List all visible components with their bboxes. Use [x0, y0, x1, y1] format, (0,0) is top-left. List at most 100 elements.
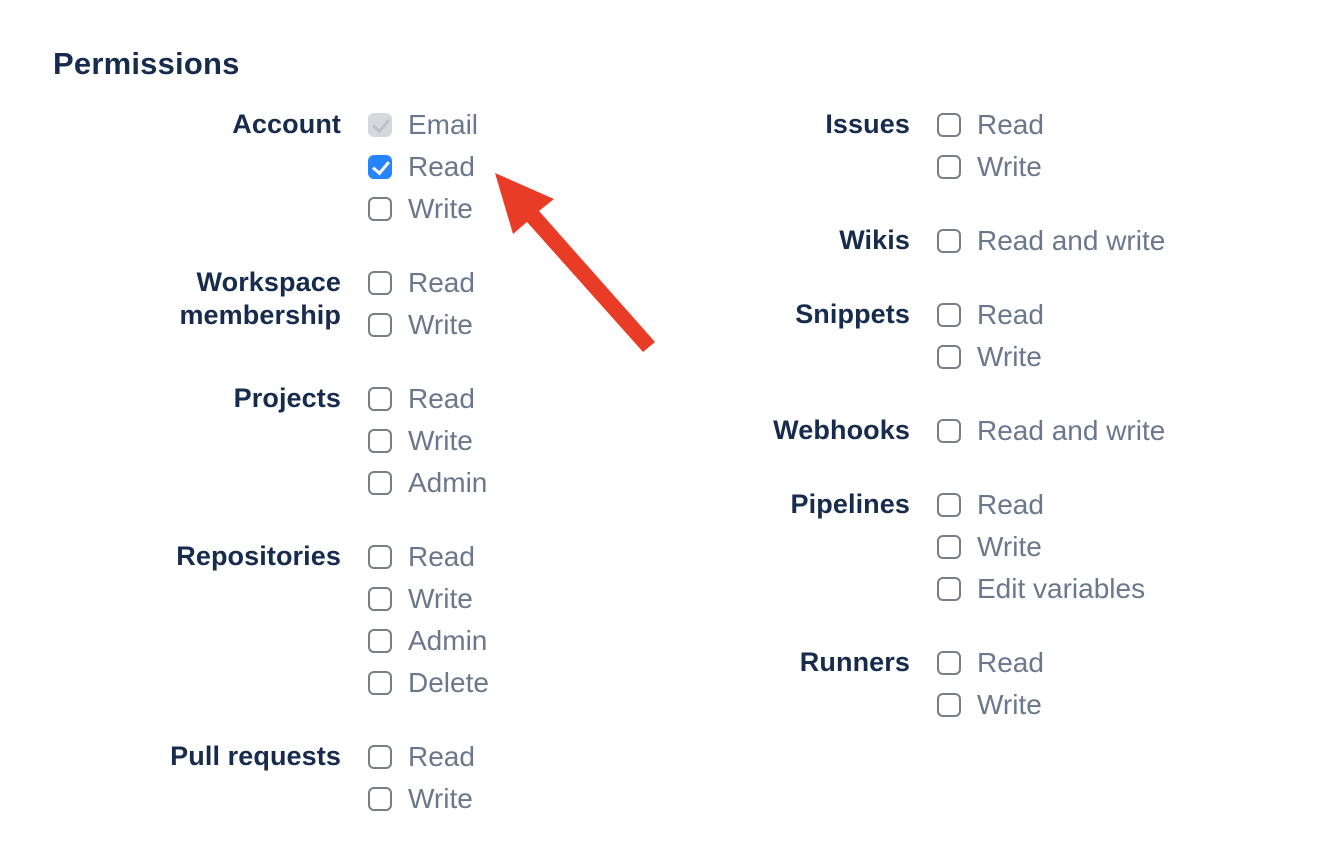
option-pipelines-edit-variables[interactable]: Edit variables [937, 568, 1145, 610]
option-label-pipelines-write: Write [977, 531, 1042, 562]
option-label-repositories-write: Write [408, 583, 473, 614]
checkbox-repositories-read[interactable] [368, 545, 392, 569]
checkbox-account-write[interactable] [368, 197, 392, 221]
permission-group-wikis: Wikis Read and write [620, 220, 1165, 262]
option-pull-requests-read[interactable]: Read [368, 736, 475, 778]
option-repositories-read[interactable]: Read [368, 536, 489, 578]
option-label-projects-write: Write [408, 425, 473, 456]
checkbox-snippets-write[interactable] [937, 345, 961, 369]
option-issues-read[interactable]: Read [937, 104, 1044, 146]
group-label-runners: Runners [799, 647, 910, 677]
checkbox-repositories-admin[interactable] [368, 629, 392, 653]
option-pipelines-write[interactable]: Write [937, 526, 1145, 568]
option-repositories-write[interactable]: Write [368, 578, 489, 620]
option-runners-read[interactable]: Read [937, 642, 1044, 684]
option-snippets-read[interactable]: Read [937, 294, 1044, 336]
option-issues-write[interactable]: Write [937, 146, 1044, 188]
option-workspace-membership-read[interactable]: Read [368, 262, 475, 304]
option-label-repositories-admin: Admin [408, 625, 488, 656]
checkbox-pull-requests-read[interactable] [368, 745, 392, 769]
checkbox-pipelines-write[interactable] [937, 535, 961, 559]
group-label-snippets: Snippets [795, 299, 910, 329]
option-label-runners-write: Write [977, 689, 1042, 720]
option-label-pipelines-read: Read [977, 489, 1044, 520]
checkbox-projects-write[interactable] [368, 429, 392, 453]
option-label-pipelines-edit-variables: Edit variables [977, 573, 1146, 604]
checkbox-account-read[interactable] [368, 155, 392, 179]
checkbox-workspace-membership-write[interactable] [368, 313, 392, 337]
option-account-email: Email [368, 104, 478, 146]
option-label-workspace-membership-read: Read [408, 267, 475, 298]
option-webhooks-read-and-write[interactable]: Read and write [937, 410, 1165, 452]
checkbox-runners-write[interactable] [937, 693, 961, 717]
option-label-runners-read: Read [977, 647, 1044, 678]
option-label-account-write: Write [408, 193, 473, 224]
option-account-read[interactable]: Read [368, 146, 478, 188]
option-pipelines-read[interactable]: Read [937, 484, 1145, 526]
checkbox-issues-read[interactable] [937, 113, 961, 137]
checkbox-workspace-membership-read[interactable] [368, 271, 392, 295]
group-label-pipelines: Pipelines [790, 489, 910, 519]
checkbox-runners-read[interactable] [937, 651, 961, 675]
checkbox-pipelines-read[interactable] [937, 493, 961, 517]
option-projects-write[interactable]: Write [368, 420, 487, 462]
option-projects-admin[interactable]: Admin [368, 462, 487, 504]
group-label-projects: Projects [233, 383, 341, 413]
group-label-account: Account [232, 109, 341, 139]
group-label-issues: Issues [825, 109, 910, 139]
option-pull-requests-write[interactable]: Write [368, 778, 475, 820]
checkbox-projects-admin[interactable] [368, 471, 392, 495]
checkbox-pull-requests-write[interactable] [368, 787, 392, 811]
option-workspace-membership-write[interactable]: Write [368, 304, 475, 346]
checkbox-issues-write[interactable] [937, 155, 961, 179]
option-repositories-delete[interactable]: Delete [368, 662, 489, 704]
option-label-webhooks-read-and-write: Read and write [977, 415, 1166, 446]
group-label-repositories: Repositories [176, 541, 341, 571]
checkbox-snippets-read[interactable] [937, 303, 961, 327]
option-repositories-admin[interactable]: Admin [368, 620, 489, 662]
options-wikis: Read and write [937, 220, 1165, 262]
option-wikis-read-and-write[interactable]: Read and write [937, 220, 1165, 262]
option-snippets-write[interactable]: Write [937, 336, 1044, 378]
checkbox-projects-read[interactable] [368, 387, 392, 411]
checkbox-webhooks-read-and-write[interactable] [937, 419, 961, 443]
option-label-issues-read: Read [977, 109, 1044, 140]
option-label-workspace-membership-write: Write [408, 309, 473, 340]
checkbox-repositories-write[interactable] [368, 587, 392, 611]
option-label-snippets-write: Write [977, 341, 1042, 372]
checkbox-repositories-delete[interactable] [368, 671, 392, 695]
option-label-pull-requests-read: Read [408, 741, 475, 772]
option-label-pull-requests-write: Write [408, 783, 473, 814]
group-label-pull-requests: Pull requests [170, 741, 341, 771]
option-label-issues-write: Write [977, 151, 1042, 182]
option-runners-write[interactable]: Write [937, 684, 1044, 726]
group-label-workspace-membership: Workspace membership [179, 267, 341, 330]
checkbox-pipelines-edit-variables[interactable] [937, 577, 961, 601]
checkbox-wikis-read-and-write[interactable] [937, 229, 961, 253]
option-label-projects-admin: Admin [408, 467, 488, 498]
option-label-account-read: Read [408, 151, 475, 182]
options-webhooks: Read and write [937, 410, 1165, 452]
option-label-repositories-read: Read [408, 541, 475, 572]
group-label-wikis: Wikis [839, 225, 910, 255]
option-account-write[interactable]: Write [368, 188, 478, 230]
option-label-projects-read: Read [408, 383, 475, 414]
option-projects-read[interactable]: Read [368, 378, 487, 420]
group-label-webhooks: Webhooks [773, 415, 910, 445]
